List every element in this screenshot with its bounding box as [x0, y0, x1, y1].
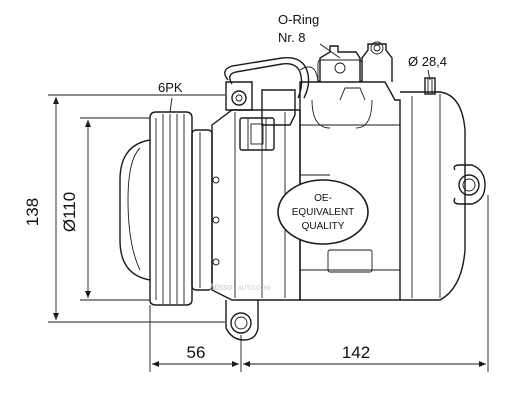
- body-length-label: 142: [342, 343, 370, 362]
- height-dimension: 138: [23, 94, 225, 323]
- height-label: 138: [23, 198, 42, 226]
- belt-profile-callout: 6PK: [158, 80, 183, 113]
- badge-line-3: QUALITY: [302, 221, 345, 232]
- oe-equivalent-badge: OE- EQUIVALENT QUALITY: [277, 179, 369, 245]
- pulley: [119, 111, 220, 306]
- bottom-mount-eye: [225, 300, 259, 341]
- pulley-diameter-dimension: Ø110: [60, 117, 150, 301]
- watermark-logo: Nisso: [210, 282, 233, 292]
- port-diameter-callout: Ø 28,4: [408, 54, 447, 81]
- belt-profile-label: 6PK: [158, 80, 183, 95]
- length-dimensions: 56 142: [149, 195, 489, 372]
- pulley-diameter-label: Ø110: [60, 192, 79, 232]
- oring-label: O-Ring: [278, 12, 319, 27]
- watermark: Nisso AUTO.COM: [210, 282, 270, 292]
- watermark-site: AUTO.COM: [238, 286, 270, 292]
- badge-line-2: EQUIVALENT: [292, 207, 355, 218]
- oring-number-label: Nr. 8: [278, 30, 305, 45]
- badge-line-1: OE-: [314, 193, 332, 204]
- service-ports: [317, 41, 436, 95]
- oring-callout: O-Ring Nr. 8: [278, 12, 341, 59]
- port-diameter-label: Ø 28,4: [408, 54, 447, 69]
- pulley-offset-label: 56: [187, 343, 206, 362]
- rear-mount-eye: [453, 164, 486, 205]
- electrical-connector: [224, 57, 319, 151]
